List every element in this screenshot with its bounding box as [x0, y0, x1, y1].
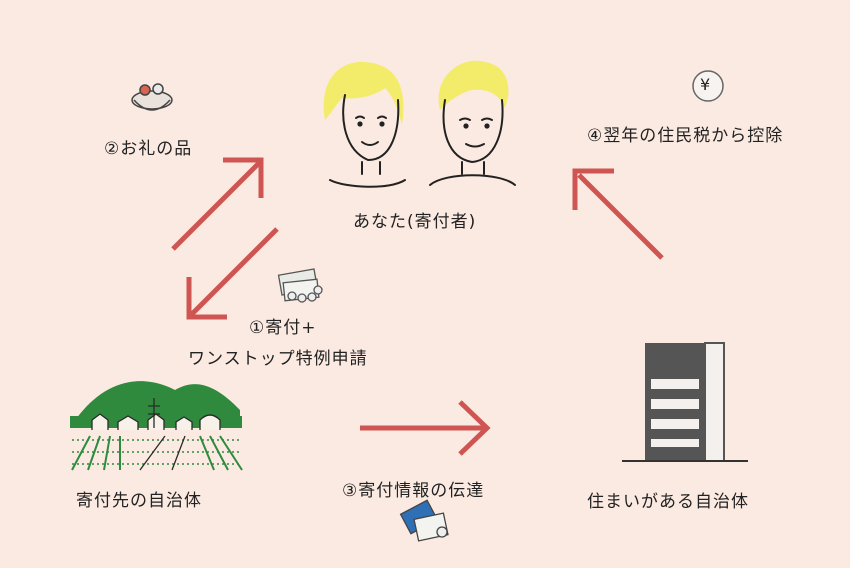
step3-label: ③寄付情報の伝達: [342, 481, 485, 501]
step2-label: ②お礼の品: [104, 139, 193, 159]
donor-couple-illustration: [323, 60, 516, 188]
home-municipality-label: 住まいがある自治体: [587, 492, 749, 512]
arrow-donor-to-municipality: [186, 227, 279, 320]
step1-label-line1: ①寄付+: [249, 318, 317, 338]
card-document-icon: [399, 499, 449, 542]
arrow-tax-deduction: [572, 168, 664, 260]
arrow-gift-to-donor: [171, 157, 264, 251]
donor-label: あなた(寄付者): [353, 212, 477, 232]
arrow-info-transfer: [360, 400, 491, 456]
yen-coin-icon: [692, 70, 724, 102]
office-building-illustration: [622, 342, 748, 462]
yen-symbol: ¥: [700, 75, 711, 94]
gift-municipality-label: 寄付先の自治体: [76, 491, 202, 511]
countryside-town-illustration: [70, 381, 243, 471]
gift-basket-icon: [131, 83, 173, 111]
step1-label-line2: ワンストップ特例申請: [188, 349, 368, 369]
step4-label: ④翌年の住民税から控除: [587, 126, 784, 146]
money-and-cards-icon: [277, 268, 323, 303]
